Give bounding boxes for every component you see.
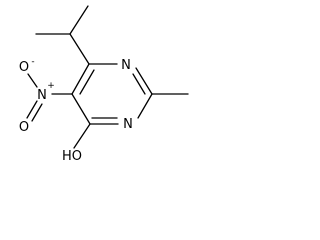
bond-c2-n3 — [137, 93, 153, 119]
nitro-n-charge: + — [47, 81, 55, 91]
nitro-o-upper-label: O — [19, 60, 29, 75]
bond-isopropyl-to-ring — [69, 33, 90, 65]
ring-n-upper-label: N — [121, 58, 131, 73]
bond-lines — [26, 5, 189, 149]
nitro-o-upper-charge: - — [31, 57, 34, 67]
bond-n1-c2-inner — [132, 73, 146, 95]
nitro-o-lower-label: O — [19, 120, 29, 135]
bond-c6-c5 — [71, 63, 90, 95]
bond-nitro-o-lower-b — [31, 103, 43, 122]
bond-nitro-o-lower-a — [26, 100, 38, 119]
molecular-structure: N N N + O - O HO — [19, 5, 189, 164]
bond-c6-c5-inner — [79, 69, 95, 95]
bond-c4-c5 — [71, 93, 91, 125]
bond-c4-oh — [73, 123, 91, 149]
nitro-n-label: N — [37, 88, 47, 103]
bond-isopropyl-right — [69, 5, 89, 35]
bond-nitro-o-upper — [27, 73, 38, 88]
bond-n1-c2 — [135, 67, 153, 95]
ring-n-lower-label: N — [123, 117, 133, 132]
atom-labels: N N N + O - O HO — [19, 57, 133, 164]
hydroxyl-label: HO — [62, 149, 82, 164]
